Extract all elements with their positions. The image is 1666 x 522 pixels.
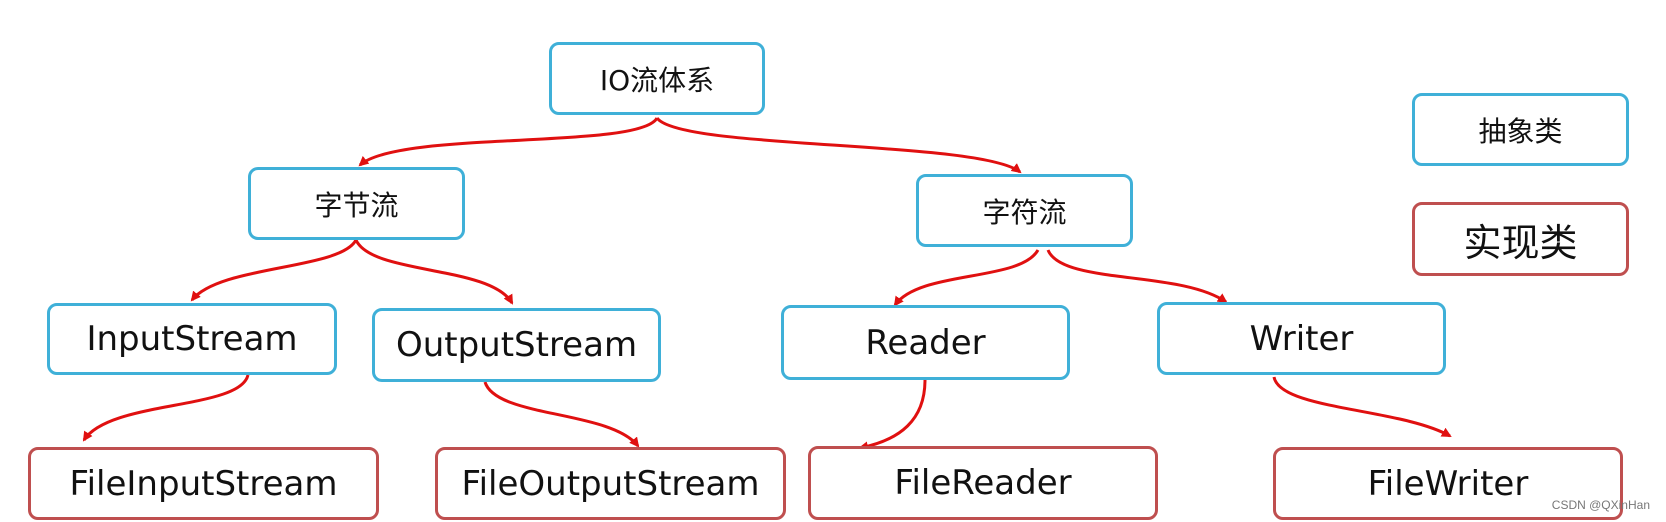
arrow-char-to-writer: [1046, 249, 1228, 304]
node-writer: Writer: [1157, 302, 1446, 375]
arrow-root-to-char-stream: [655, 116, 1022, 174]
node-input-stream: InputStream: [47, 303, 337, 375]
arrow-writer-to-file-writer: [1272, 376, 1452, 438]
arrow-char-to-reader: [893, 249, 1040, 307]
arrow-byte-to-output-stream: [354, 239, 514, 305]
node-output-stream: OutputStream: [372, 308, 661, 382]
arrow-output-to-file-output: [483, 381, 640, 448]
node-file-reader: FileReader: [808, 446, 1158, 520]
node-byte-stream: 字节流: [248, 167, 465, 240]
node-file-input-stream: FileInputStream: [28, 447, 379, 520]
arrow-byte-to-input-stream: [190, 239, 358, 302]
arrow-reader-to-file-reader: [858, 379, 927, 452]
legend-implementation-class: 实现类: [1412, 202, 1629, 276]
node-io-system: IO流体系: [549, 42, 765, 115]
legend-abstract-class: 抽象类: [1412, 93, 1629, 166]
arrow-root-to-byte-stream: [358, 117, 659, 167]
node-char-stream: 字符流: [916, 174, 1133, 247]
node-reader: Reader: [781, 305, 1070, 380]
node-file-writer: FileWriter: [1273, 447, 1623, 520]
watermark: CSDN @QXinHan: [1551, 498, 1650, 512]
node-file-output-stream: FileOutputStream: [435, 447, 786, 520]
arrow-input-to-file-input: [82, 374, 250, 442]
